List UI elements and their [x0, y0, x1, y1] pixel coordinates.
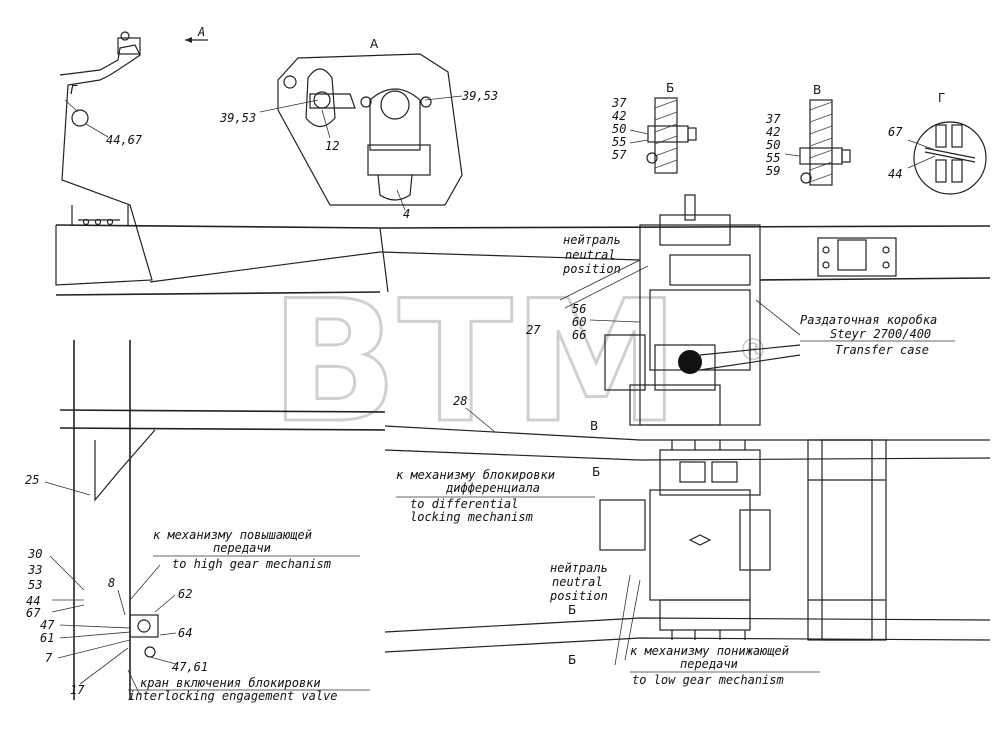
- part-12-label: 12: [325, 139, 339, 153]
- view-b-part-50: 50: [612, 122, 626, 136]
- upper-frame-rail: [55, 224, 991, 296]
- low-gear-en: to low gear mechanism: [632, 673, 784, 687]
- valve-assembly: [127, 564, 177, 696]
- transfer-case-upper: [559, 194, 801, 426]
- diff-lock-ru-1: к механизму блокировки: [396, 468, 555, 482]
- part-56-label: 56: [572, 302, 586, 316]
- part-8-label: 8: [108, 576, 115, 590]
- section-b-top-label: В: [590, 419, 598, 433]
- part-4-label: 4: [403, 207, 410, 221]
- part-64-label: 64: [178, 626, 192, 640]
- valve-en-label: interlocking engagement valve: [128, 689, 338, 703]
- view-v-section: [784, 99, 851, 186]
- transfer-case-model: Steyr 2700/400: [830, 327, 931, 341]
- part-33-label: 33: [27, 563, 42, 577]
- part-66-label: 66: [572, 328, 586, 342]
- view-b-part-55: 55: [612, 135, 626, 149]
- transfer-case-lower: [599, 440, 771, 666]
- view-g-main-label: Г: [70, 83, 78, 97]
- diff-lock-ru-2: дифференциала: [445, 481, 540, 495]
- part-47-label: 47: [40, 618, 55, 632]
- neutral-top-en-1: neutral: [565, 248, 616, 262]
- neutral-top-en-2: position: [562, 262, 621, 276]
- section-b-low-label: Б: [568, 603, 576, 617]
- view-v-part-55: 55: [766, 151, 780, 165]
- view-b-part-37: 37: [611, 96, 627, 110]
- part-7-label: 7: [45, 651, 53, 665]
- diff-lock-en-2: locking mechanism: [410, 510, 533, 524]
- part-27-label: 27: [526, 323, 541, 337]
- part-39-53-right-label: 39,53: [461, 89, 498, 103]
- part-30-label: 30: [27, 547, 42, 561]
- part-53-label: 53: [28, 578, 42, 592]
- part-44-label: 44: [26, 594, 40, 608]
- view-v-part-42: 42: [766, 125, 780, 139]
- neutral-top-ru: нейтраль: [563, 233, 621, 247]
- section-b-mid-label: Б: [592, 465, 600, 479]
- view-v-part-50: 50: [766, 138, 780, 152]
- neutral-bot-ru: нейтраль: [550, 561, 608, 575]
- high-gear-en: to high gear mechanism: [172, 557, 331, 571]
- neutral-bot-en-1: neutral: [552, 575, 603, 589]
- view-a-arrow-label: A: [197, 25, 205, 39]
- view-b-part-57: 57: [612, 148, 627, 162]
- part-61-label: 61: [40, 631, 54, 645]
- high-gear-ru-1: к механизму повышающей: [153, 528, 312, 542]
- part-25-label: 25: [25, 473, 39, 487]
- watermark-text: BTM: [270, 264, 680, 460]
- high-gear-ru-2: передачи: [213, 541, 271, 555]
- view-b-part-42: 42: [612, 109, 626, 123]
- valve-ru-label: кран включения блокировки: [140, 676, 321, 690]
- part-67-label: 67: [26, 606, 41, 620]
- view-g-part-44: 44: [888, 167, 902, 181]
- part-47-61-label: 47,61: [172, 660, 208, 674]
- view-b-section: [629, 97, 697, 174]
- watermark: BTM ®: [269, 263, 769, 462]
- part-17-label: 17: [70, 683, 85, 697]
- part-39-53-left-label: 39,53: [219, 111, 256, 125]
- part-60-label: 60: [572, 315, 586, 329]
- transfer-case-ru: Раздаточная коробка: [800, 313, 937, 327]
- view-a-bracket: [259, 53, 463, 211]
- view-b-title: Б: [666, 81, 674, 95]
- view-a-title: A: [370, 37, 379, 51]
- section-b-lowest-label: Б: [568, 653, 576, 667]
- top-left-lever-view: [55, 31, 208, 286]
- view-v-part-59: 59: [766, 164, 780, 178]
- view-v-title: В: [813, 83, 821, 97]
- diff-lock-en-1: to differential: [410, 497, 518, 511]
- part-62-label: 62: [178, 587, 192, 601]
- view-g-detail: [907, 121, 987, 195]
- view-v-part-37: 37: [765, 112, 781, 126]
- part-28-label: 28: [453, 394, 467, 408]
- view-g-title: Г: [938, 91, 945, 105]
- low-gear-ru-2: передачи: [680, 657, 738, 671]
- part-44-67-label: 44,67: [106, 133, 143, 147]
- view-g-part-67: 67: [888, 125, 903, 139]
- neutral-bot-en-2: position: [549, 589, 608, 603]
- low-gear-ru-1: к механизму понижающей: [630, 644, 789, 658]
- transfer-case-en: Transfer case: [835, 343, 929, 357]
